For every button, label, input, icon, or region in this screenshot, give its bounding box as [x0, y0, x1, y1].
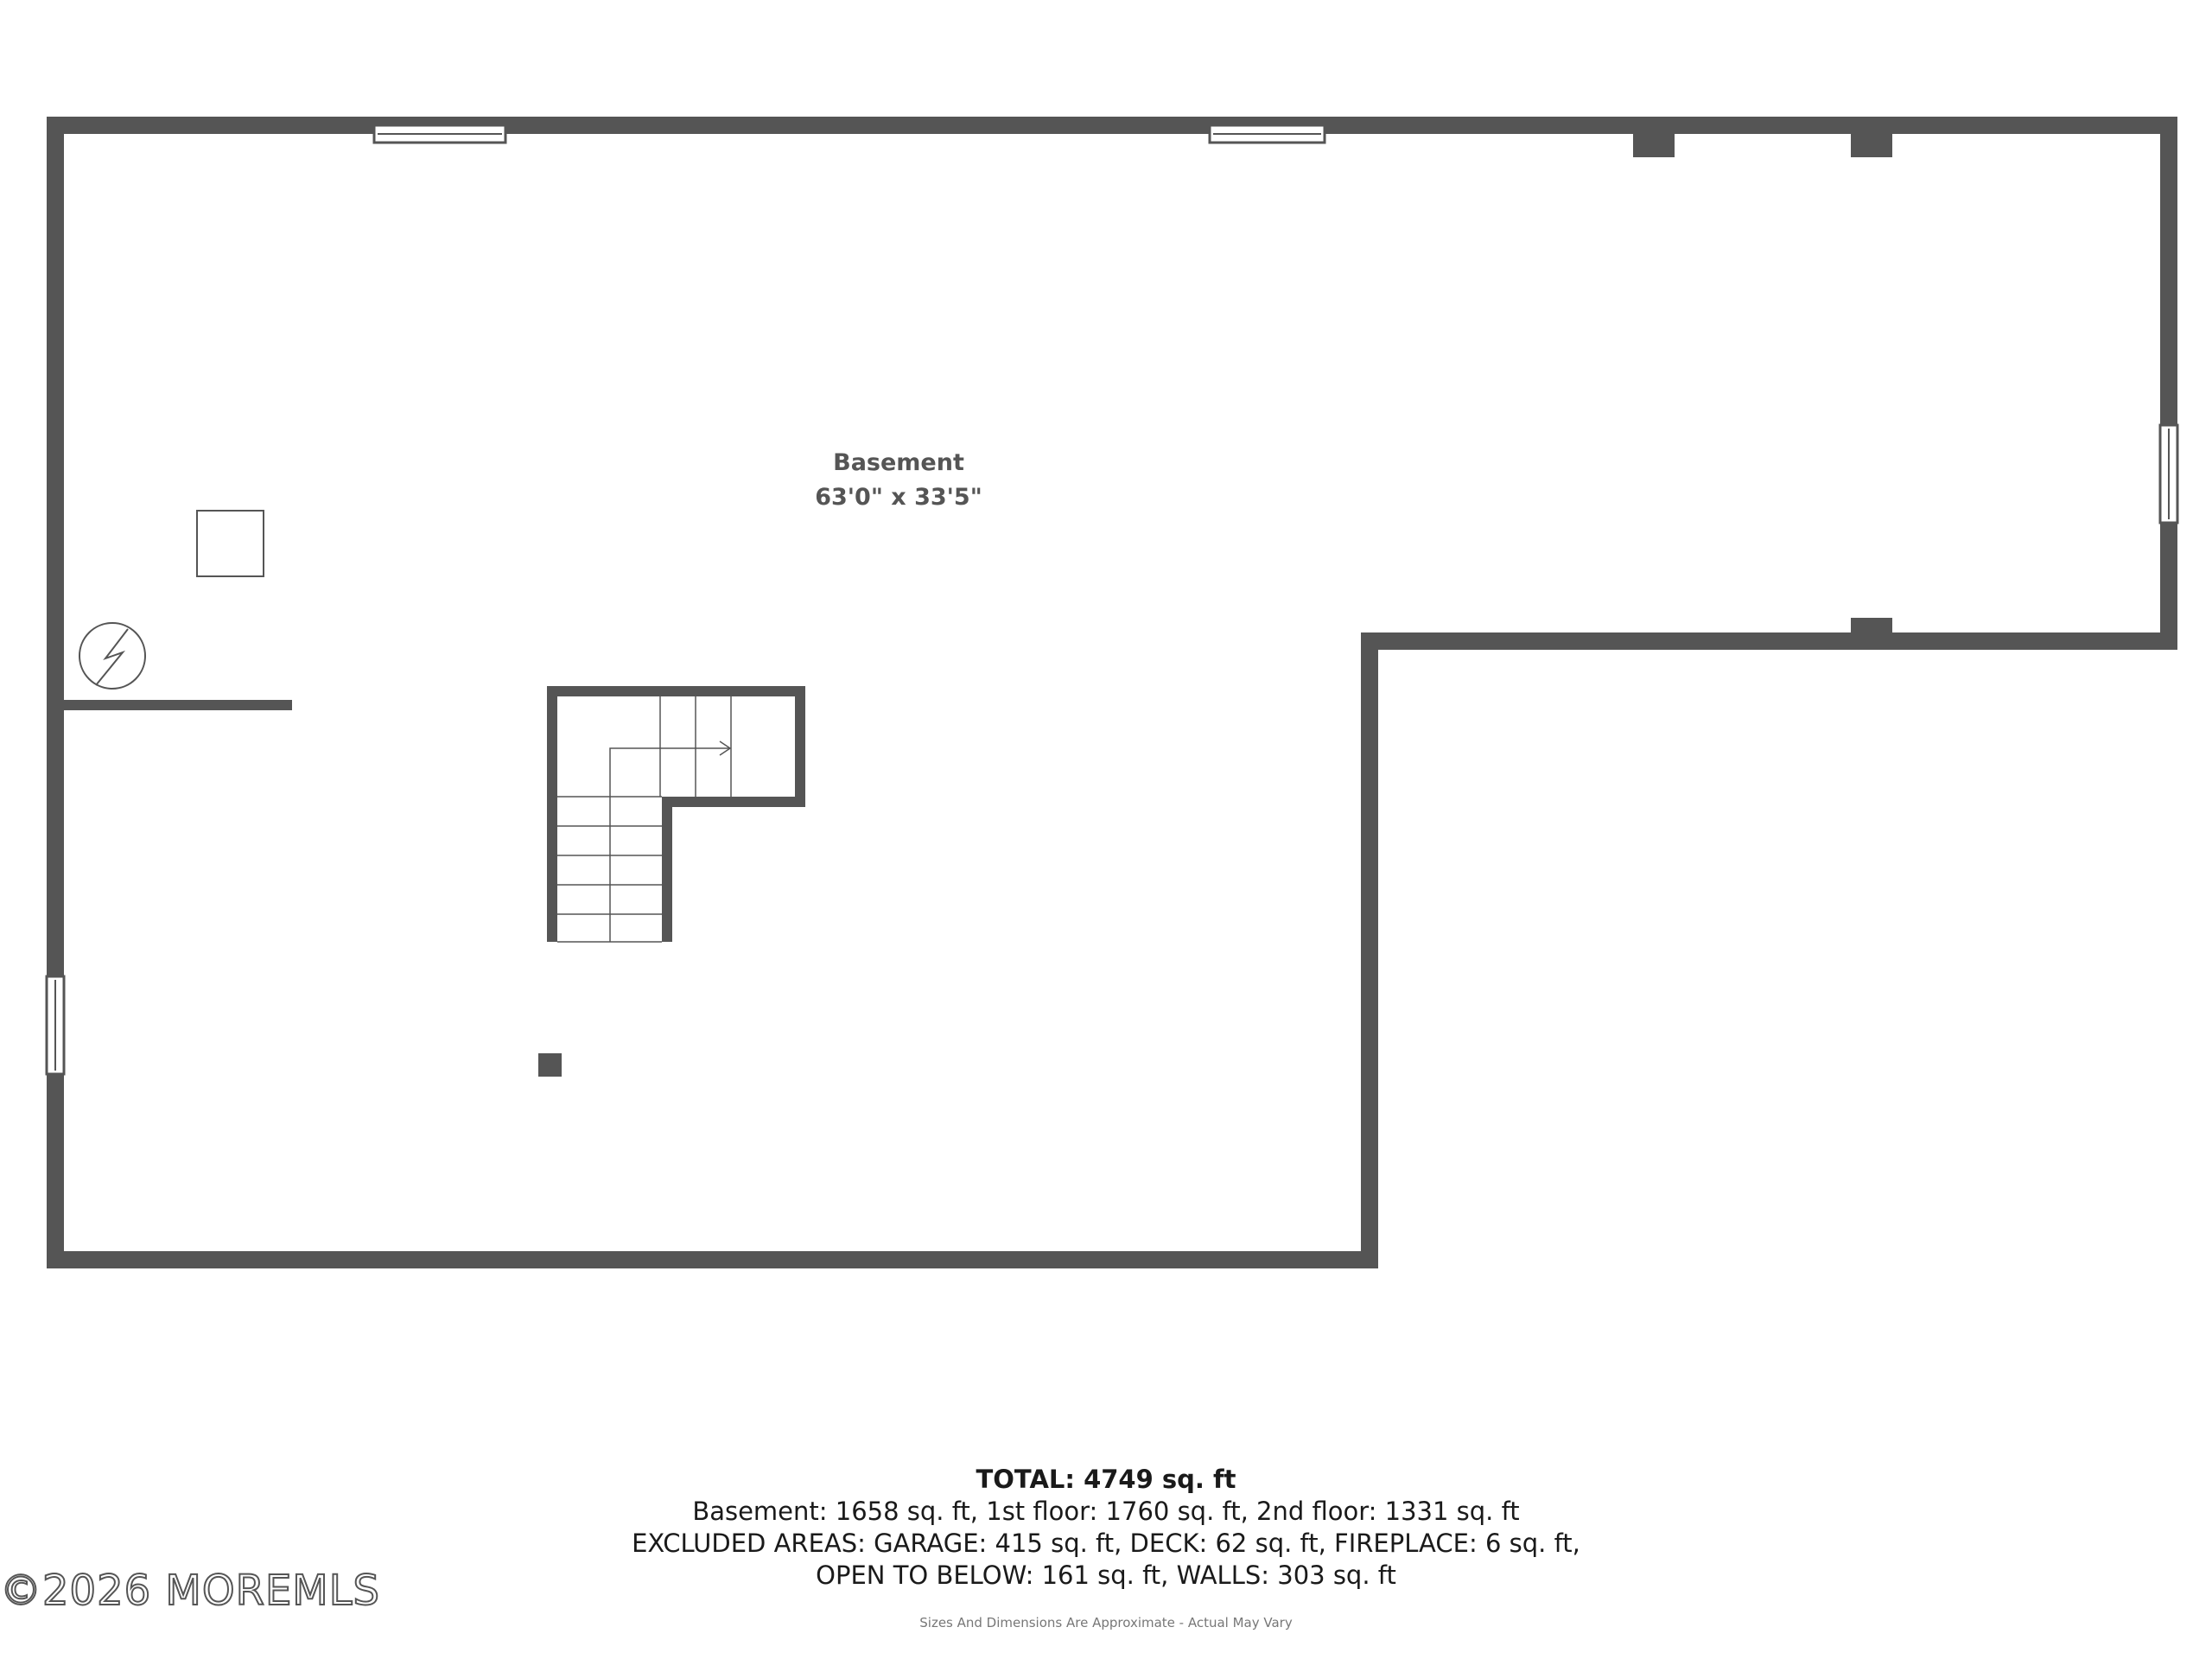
room-label-basement: Basement 63'0" x 33'5" [726, 446, 1071, 515]
excluded-areas: EXCLUDED AREAS: GARAGE: 415 sq. ft, DECK… [632, 1529, 1580, 1558]
staircase [547, 686, 805, 943]
disclaimer: Sizes And Dimensions Are Approximate - A… [919, 1615, 1293, 1630]
floor-areas: Basement: 1658 sq. ft, 1st floor: 1760 s… [692, 1497, 1520, 1526]
area-summary: TOTAL: 4749 sq. ft Basement: 1658 sq. ft… [484, 1464, 1728, 1592]
window-left [45, 975, 66, 1076]
column [1851, 134, 1892, 157]
electric-panel-icon [79, 622, 146, 690]
total-area: TOTAL: 4749 sq. ft [976, 1465, 1236, 1494]
column [1633, 134, 1675, 157]
window-right [2158, 423, 2179, 524]
column [1851, 618, 1892, 641]
room-name: Basement [833, 449, 964, 476]
utility-fixture [196, 510, 264, 577]
column [538, 1053, 562, 1077]
room-dimensions: 63'0" x 33'5" [815, 484, 982, 511]
stairs-arrow-icon [609, 741, 732, 942]
watermark: ©2026 MOREMLS [0, 1566, 380, 1616]
interior-wall [55, 700, 292, 710]
excluded-areas-continued: OPEN TO BELOW: 161 sq. ft, WALLS: 303 sq… [816, 1560, 1396, 1590]
exterior-walls [47, 117, 2177, 1268]
window-top-left [372, 124, 507, 144]
window-top-middle [1208, 124, 1326, 144]
